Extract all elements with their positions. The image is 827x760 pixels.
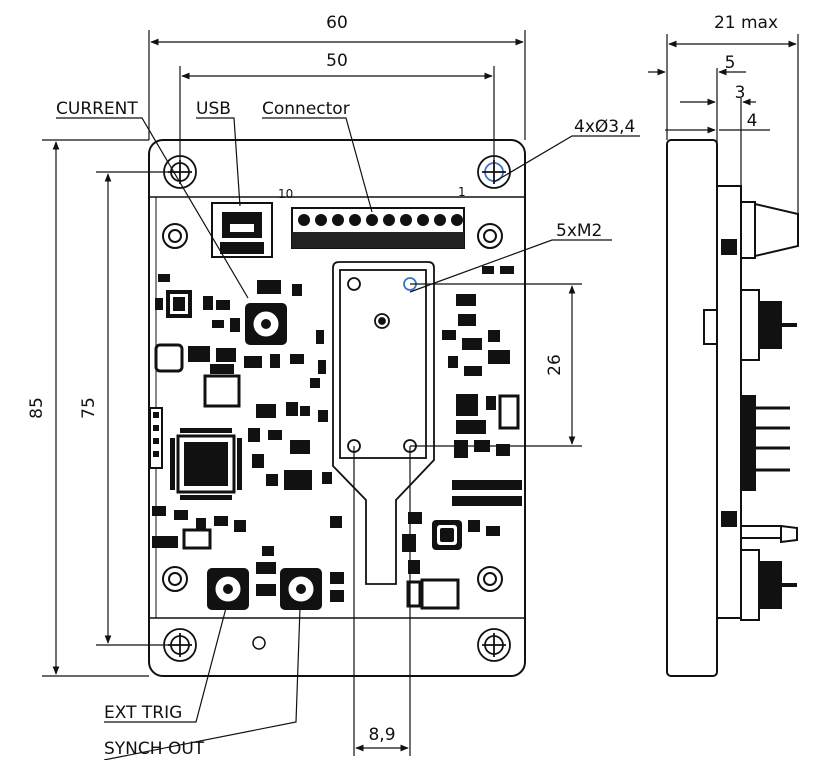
dim-board-width: 60 <box>326 13 348 33</box>
leader-lines <box>56 117 640 760</box>
dim-hole-spacing-y: 75 <box>79 397 99 419</box>
board-side-view <box>666 139 799 677</box>
synch-out-sma-connector <box>280 568 322 610</box>
callout-connector: Connector <box>262 99 350 119</box>
terminal-connector <box>291 207 465 249</box>
ext-trig-sma-connector <box>207 568 249 610</box>
dim-side-max-thickness: 21 max <box>714 13 778 33</box>
dim-side-c: 4 <box>747 111 758 131</box>
pin-label-last: 10 <box>278 187 293 201</box>
usb-port <box>211 202 273 258</box>
dim-module-hole-spacing: 26 <box>545 354 565 376</box>
dim-board-height: 85 <box>27 397 47 419</box>
dim-hole-spacing-x: 50 <box>326 51 348 71</box>
callout-mount-holes: 4xØ3,4 <box>574 117 635 137</box>
pcb-screw-holes <box>162 223 503 650</box>
smd-components <box>149 266 522 608</box>
dimension-lines <box>42 30 799 756</box>
callout-module-holes: 5xM2 <box>556 221 602 241</box>
module-plate <box>332 261 435 585</box>
dim-side-b: 3 <box>735 83 746 103</box>
current-sma-connector <box>245 303 287 345</box>
callout-ext-trig: EXT TRIG <box>104 703 182 723</box>
pin-label-first: 1 <box>458 185 466 199</box>
sma-connectors <box>207 303 322 610</box>
callout-usb: USB <box>196 99 231 119</box>
mounting-holes <box>163 155 511 662</box>
dim-side-a: 5 <box>725 53 736 73</box>
callout-current: CURRENT <box>56 99 138 119</box>
dim-module-hole-pitch: 8,9 <box>368 725 395 745</box>
callout-synch-out: SYNCH OUT <box>104 739 205 759</box>
integrated-circuits <box>154 290 462 610</box>
